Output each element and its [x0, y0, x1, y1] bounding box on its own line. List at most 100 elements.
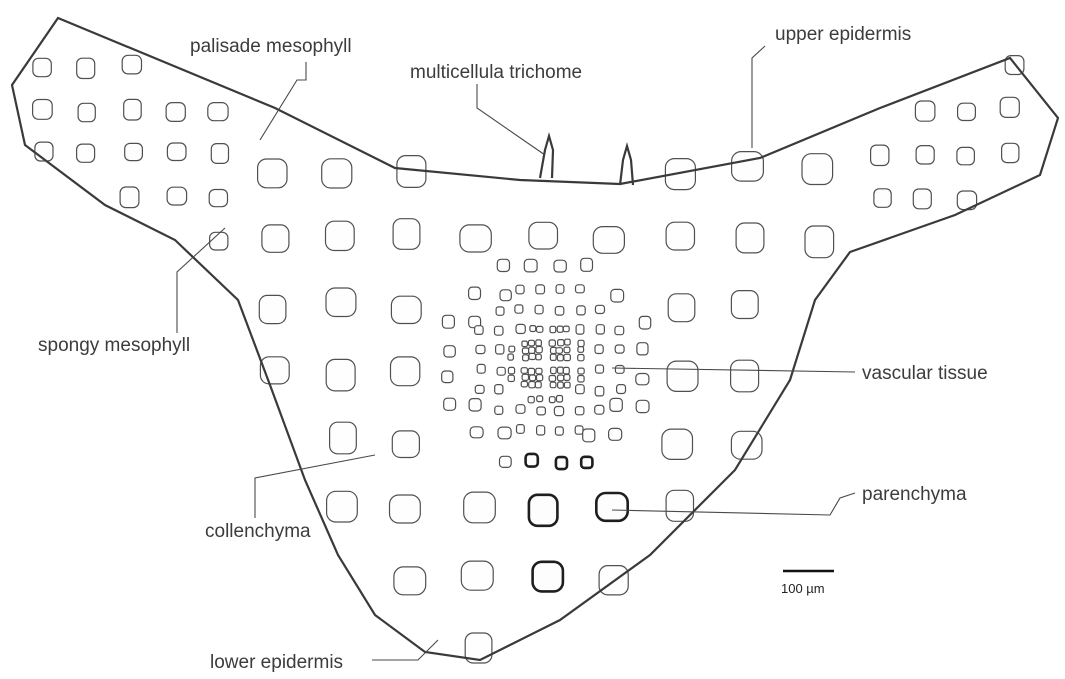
cell — [575, 407, 584, 415]
cell — [536, 285, 545, 294]
cell — [166, 103, 185, 122]
cell — [536, 354, 542, 360]
cell — [167, 143, 186, 161]
cell — [476, 345, 485, 353]
cell — [528, 340, 534, 346]
cell — [167, 187, 187, 205]
cell — [576, 325, 584, 334]
cell — [208, 103, 228, 121]
cell — [391, 296, 421, 323]
cell — [558, 375, 564, 381]
cell — [209, 190, 227, 207]
cell — [596, 365, 604, 373]
cell — [125, 143, 143, 160]
cell — [444, 398, 456, 410]
cell — [442, 371, 453, 383]
cell — [636, 374, 649, 385]
cell — [522, 348, 528, 354]
cell — [326, 221, 355, 250]
cell — [596, 325, 604, 334]
cell — [609, 428, 622, 440]
leader-trichome — [477, 84, 545, 155]
cell — [495, 326, 504, 335]
cell — [913, 189, 931, 209]
cell — [563, 367, 569, 374]
leader-upper-epidermis — [752, 46, 765, 148]
cell — [595, 305, 604, 313]
label-palisade-mesophyll: palisade mesophyll — [190, 36, 352, 57]
cell — [530, 326, 536, 332]
cell — [802, 154, 833, 185]
cell — [578, 368, 584, 374]
cell — [517, 425, 525, 434]
cell — [615, 345, 624, 353]
cell — [554, 260, 566, 272]
cell — [530, 375, 536, 381]
cell — [537, 375, 543, 381]
cell — [477, 364, 485, 373]
cell — [536, 368, 542, 374]
cell — [581, 258, 593, 271]
cell — [326, 288, 356, 317]
cell — [508, 354, 514, 360]
parenchyma-cell — [526, 454, 538, 467]
cell — [529, 353, 536, 359]
cell — [120, 187, 139, 208]
cell — [615, 326, 624, 334]
cell — [578, 376, 584, 383]
cell — [442, 315, 454, 328]
cell — [732, 152, 764, 182]
parenchyma-cell — [596, 493, 627, 521]
cell — [522, 341, 528, 347]
cell — [500, 290, 511, 301]
cell — [915, 101, 935, 121]
cell — [536, 340, 542, 346]
cell — [535, 305, 543, 314]
cell — [611, 289, 624, 302]
cell — [211, 144, 228, 164]
parenchyma-cell — [529, 495, 558, 526]
cell — [550, 326, 556, 332]
cell — [330, 422, 357, 454]
cell — [33, 58, 51, 76]
cell — [550, 354, 556, 360]
cell — [464, 492, 496, 523]
cell — [874, 189, 891, 208]
cell — [549, 340, 555, 346]
leader-parenchyma — [612, 493, 855, 515]
cell — [639, 316, 650, 329]
scale-bar-label: 100 µm — [781, 581, 825, 596]
cell — [495, 385, 503, 394]
label-upper-epidermis: upper epidermis — [775, 24, 911, 45]
cell — [77, 58, 95, 78]
cell — [557, 326, 563, 332]
cell — [537, 407, 546, 415]
cell — [563, 326, 569, 332]
cell — [475, 385, 484, 393]
cell — [469, 399, 481, 411]
cell — [515, 305, 523, 313]
cell — [537, 426, 545, 435]
cell — [558, 382, 564, 388]
cell — [555, 427, 563, 435]
cell — [537, 396, 543, 402]
cell — [528, 397, 534, 403]
cell — [391, 357, 420, 386]
cell — [124, 99, 142, 120]
cell — [668, 294, 695, 322]
trichome-right — [620, 146, 633, 185]
cell — [475, 326, 484, 335]
cell — [495, 406, 503, 414]
cell — [497, 367, 505, 375]
cell — [556, 348, 563, 354]
cell — [535, 382, 541, 388]
cell — [564, 382, 570, 388]
cell — [615, 366, 624, 374]
cell — [523, 355, 529, 361]
cell — [393, 219, 420, 250]
cell — [564, 375, 570, 381]
cell — [557, 355, 563, 361]
cell — [551, 367, 557, 373]
cell — [558, 340, 564, 346]
